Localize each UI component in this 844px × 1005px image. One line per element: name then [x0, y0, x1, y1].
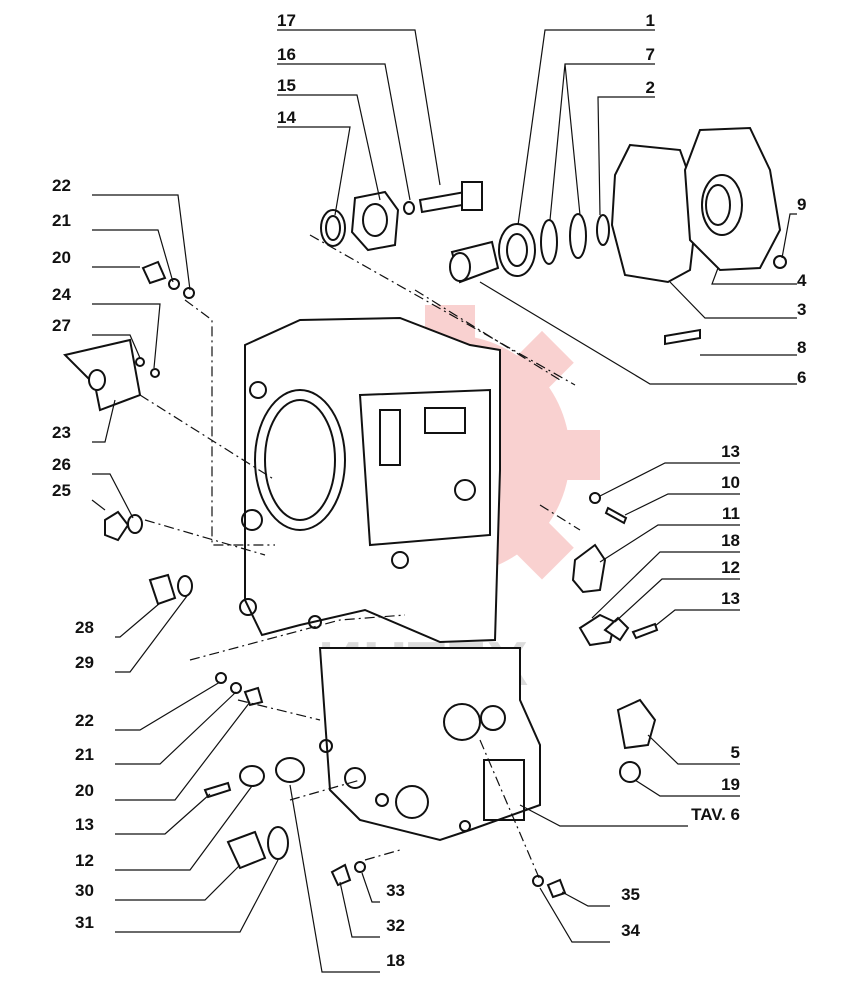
callout-17: 17 [277, 11, 296, 30]
callout-29: 29 [75, 653, 94, 672]
leader-line-c22b [115, 681, 221, 731]
callout-13-bottom-left: 13 [75, 815, 94, 834]
leader-line-c23 [92, 399, 116, 443]
leader-line-c28 [115, 602, 161, 638]
leader-line-c16 [277, 63, 411, 201]
leader-line-c13b [654, 609, 740, 627]
leader-line-c34 [539, 887, 610, 943]
callout-7: 7 [645, 45, 655, 64]
callout-11: 11 [722, 504, 740, 523]
callout-10: 10 [721, 473, 740, 492]
callout-1: 1 [645, 11, 655, 30]
callout-12-bottom-left: 12 [75, 851, 94, 870]
bearing-assembly-right [449, 213, 610, 284]
callout-21-bottom: 21 [75, 745, 94, 764]
lower-left-parts [203, 672, 567, 899]
leader-line-c9 [781, 213, 797, 259]
callout-13-upper-right: 13 [721, 442, 740, 461]
leader-line-c2 [597, 96, 655, 216]
leader-line-c18b [289, 784, 380, 973]
leader-line-c29 [115, 595, 188, 673]
leader-line-c19 [634, 779, 740, 797]
leader-line-c22a [92, 194, 191, 291]
leader-line-c20b [115, 701, 251, 801]
leader-line-c26 [92, 473, 134, 519]
callout-21-top: 21 [52, 211, 71, 230]
callout-26: 26 [52, 455, 71, 474]
callout-30: 30 [75, 881, 94, 900]
callout-13-mid-right: 13 [721, 589, 740, 608]
callout-27: 27 [52, 316, 71, 335]
leader-line-c13a [599, 462, 740, 497]
callout-18-bottom: 18 [386, 951, 405, 970]
leader-line-c27 [92, 334, 141, 359]
callout-32: 32 [386, 916, 405, 935]
leader-line-c30 [115, 864, 241, 901]
callout-35: 35 [621, 885, 640, 904]
leader-line-c1 [517, 29, 655, 226]
leader-line-c21a [92, 229, 174, 283]
right-side-parts [571, 492, 659, 783]
leader-line-c11 [599, 524, 740, 563]
callout-14: 14 [277, 108, 296, 127]
leader-line-c6 [479, 281, 797, 385]
leader-line-c12b [115, 785, 253, 871]
leader-line-c4 [711, 267, 797, 285]
leader-line-c14 [277, 126, 351, 216]
callout-25: 25 [52, 481, 71, 500]
callout-34: 34 [621, 921, 640, 940]
leader-lines [91, 29, 797, 973]
callout-20-top: 20 [52, 248, 71, 267]
callout-33: 33 [386, 881, 405, 900]
callout-9: 9 [797, 195, 807, 214]
leader-line-c31 [115, 859, 279, 933]
callout-3: 3 [797, 300, 807, 319]
callout-28: 28 [75, 618, 94, 637]
cover-and-gasket [610, 126, 787, 346]
callout-4: 4 [797, 271, 807, 290]
leader-line-c18a [591, 551, 740, 619]
leader-line-c15 [277, 94, 381, 201]
callout-6: 6 [797, 368, 807, 387]
callout-22-top: 22 [52, 176, 71, 195]
left-side-parts [63, 260, 195, 606]
callout-15: 15 [277, 76, 296, 95]
bearing-assembly-left [320, 181, 483, 252]
leader-line-c13c [115, 793, 211, 835]
callout-19: 19 [721, 775, 740, 794]
assembly-axis-lines [139, 234, 581, 881]
leader-line-c25 [91, 499, 106, 511]
callout-24: 24 [52, 285, 71, 304]
leader-line-c35 [561, 891, 610, 907]
leader-line-c10 [624, 493, 740, 516]
leader-line-c12a [614, 578, 740, 623]
callout-12-right: 12 [721, 558, 740, 577]
callout-18-right: 18 [721, 531, 740, 550]
transmission-housing [239, 316, 541, 842]
callout-tav-6: TAV. 6 [691, 805, 740, 824]
callout-20-bottom: 20 [75, 781, 94, 800]
callout-31: 31 [75, 913, 94, 932]
callout-2: 2 [645, 78, 655, 97]
leader-line-c17 [277, 29, 441, 186]
callout-22-bottom: 22 [75, 711, 94, 730]
leader-line-ctav [519, 804, 688, 827]
leader-line-c33 [361, 872, 380, 903]
leader-line-c24 [92, 303, 161, 369]
leader-line-c5 [647, 734, 740, 765]
callout-23: 23 [52, 423, 71, 442]
leader-line-c7 [549, 63, 655, 221]
leader-line-c21b [115, 691, 237, 765]
callout-8: 8 [797, 338, 807, 357]
callout-16: 16 [277, 45, 296, 64]
callout-5: 5 [730, 743, 740, 762]
leader-line-c32 [339, 881, 380, 938]
leader-line-c3 [669, 281, 797, 319]
